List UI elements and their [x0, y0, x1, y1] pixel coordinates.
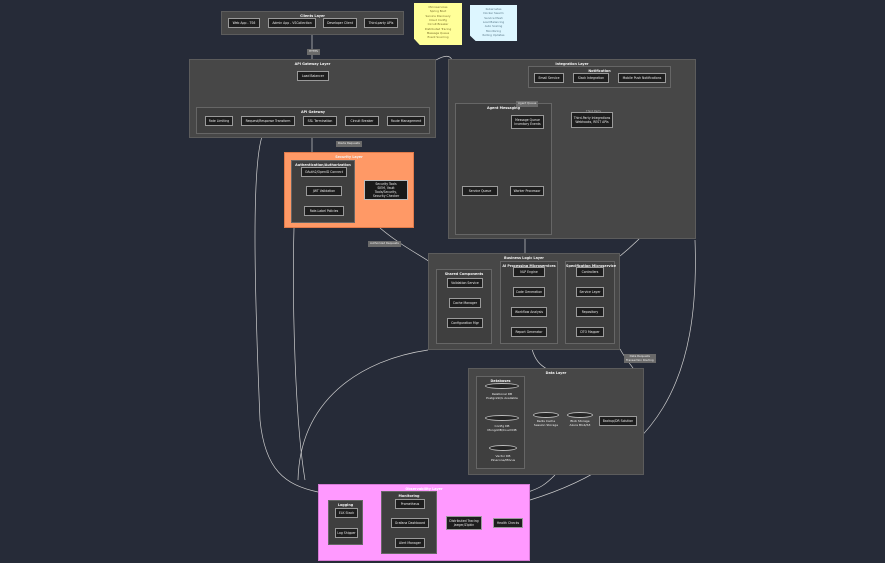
security-tools-node[interactable]: Security Tools SIEM, Vault Tools/Securit…: [364, 180, 408, 200]
prometheus-node[interactable]: Prometheus: [395, 499, 425, 509]
dto-mapper-node[interactable]: DTO Mapper: [576, 327, 604, 337]
redis-cache[interactable]: Redis Cache Session Storage: [533, 412, 559, 430]
business-logic-layer: Business Logic Layer Shared Components V…: [428, 253, 620, 350]
notification-cluster: Notification Email Service Slack Integra…: [528, 66, 671, 88]
message-queue-node[interactable]: Message Queue Inventory Events: [511, 115, 544, 129]
data-layer-title: Data Layer: [545, 371, 567, 375]
edge-security-business: [379, 227, 431, 263]
auth-cluster-title: Authentication/Authorization: [295, 163, 351, 167]
clients-layer: Clients Layer Web App - TS6 Admin App - …: [221, 11, 404, 35]
security-layer: Security Layer Authentication/Authorizat…: [284, 152, 414, 228]
grafana-dashboard-node[interactable]: Grafana Dashboard: [391, 518, 429, 528]
monitoring-cluster: Monitoring Prometheus Grafana Dashboard …: [381, 491, 437, 554]
circuit-breaker-node[interactable]: Circuit Breaker: [345, 116, 379, 126]
third-party-apis-node[interactable]: Third-party APIs: [364, 18, 398, 28]
edge-business-data: [531, 348, 548, 370]
backup-dr-node[interactable]: Backup/DR Solution: [599, 416, 637, 426]
shared-components-cluster: Shared Components Validation Service Cac…: [436, 269, 492, 344]
web-app-node[interactable]: Web App - TS6: [228, 18, 260, 28]
load-balancer-node[interactable]: Load Balancer: [297, 71, 329, 81]
api-gateway-cluster: API Gateway Rate Limiting Request/Respon…: [196, 107, 430, 134]
specification-cluster: Specification Microservice Controllers S…: [565, 261, 617, 344]
edge-data-observability: [527, 474, 556, 493]
policies-node[interactable]: Role-Label Policies: [304, 206, 344, 216]
note-infrastructure: Kubernetes Docker Swarm Service Mesh Loa…: [470, 5, 517, 41]
health-checks-node[interactable]: Health Checks: [493, 518, 523, 528]
integration-layer-title: Integration Layer: [555, 62, 589, 66]
oauth-node[interactable]: OAuth2/OpenID Connect: [301, 167, 347, 177]
clients-layer-title: Clients Layer: [300, 14, 325, 18]
service-queue-node[interactable]: Service Queue: [462, 186, 498, 196]
third-party-label: Third Party: [586, 109, 602, 113]
slack-integration-node[interactable]: Slack Integration: [573, 73, 609, 83]
config-db[interactable]: Config DB MongoDB/CouchDB: [485, 415, 519, 435]
databases-title: Databases: [490, 379, 511, 383]
ai-processing-cluster: AI Processing Microservices NLP Engine C…: [500, 261, 558, 344]
data-layer: Data Layer Databases Relational DB Postg…: [468, 368, 644, 475]
developer-client-node[interactable]: Developer Client: [323, 18, 357, 28]
validation-service-node[interactable]: Validation Service: [447, 278, 483, 288]
edge-business-integration: [619, 237, 641, 257]
third-party-integrations-node[interactable]: Third-Party Integrations Webhooks, REST …: [571, 112, 613, 128]
log-shipper-node[interactable]: Log Shipper: [335, 528, 358, 538]
nlp-engine-node[interactable]: NLP Engine: [513, 267, 545, 277]
logging-cluster: Logging ELK Stack Log Shipper: [328, 500, 363, 545]
blob-storage[interactable]: Blob Storage Azure Blob/S3: [567, 412, 593, 430]
security-layer-title: Security Layer: [335, 155, 363, 159]
observability-layer-title: Observability Layer: [405, 487, 443, 491]
specification-title: Specification Microservice: [566, 264, 617, 268]
edge-gateway-observability: [254, 129, 319, 493]
email-service-node[interactable]: Email Service: [534, 73, 564, 83]
edge-label-route: Route Requests: [336, 141, 362, 147]
admin-app-node[interactable]: Admin App - VSCollection: [268, 18, 316, 28]
rate-limiting-node[interactable]: Rate Limiting: [205, 116, 233, 126]
service-layer-node[interactable]: Service Layer: [576, 287, 604, 297]
logging-title: Logging: [337, 503, 354, 507]
alert-manager-node[interactable]: Alert Manager: [395, 538, 425, 548]
configuration-mgr-node[interactable]: Configuration Mgr: [447, 318, 483, 328]
request-transform-node[interactable]: Request/Response Transform: [241, 116, 295, 126]
note-microservices: Microservices Spring Boot Service Discov…: [414, 3, 462, 45]
api-gateway-cluster-title: API Gateway: [300, 110, 326, 114]
observability-layer: Observability Layer Logging ELK Stack Lo…: [318, 484, 530, 561]
repository-node[interactable]: Repository: [576, 307, 604, 317]
route-management-node[interactable]: Route Management: [387, 116, 425, 126]
agent-messaging-cluster: Agent Messaging Agent Queue Message Queu…: [455, 101, 552, 235]
edge-integration-observability: [529, 239, 696, 501]
business-logic-layer-title: Business Logic Layer: [504, 256, 544, 260]
cache-manager-node[interactable]: Cache Manager: [449, 298, 481, 308]
edge-label-https: HTTPS: [307, 49, 320, 55]
shared-components-title: Shared Components: [444, 272, 484, 276]
jwt-validation-node[interactable]: JWT Validation: [306, 186, 342, 196]
ai-processing-title: AI Processing Microservices: [502, 264, 556, 268]
elk-stack-node[interactable]: ELK Stack: [335, 508, 358, 518]
code-generation-node[interactable]: Code Generation: [513, 287, 545, 297]
integration-layer: Integration Layer Notification Email Ser…: [448, 59, 696, 239]
monitoring-title: Monitoring: [398, 494, 420, 498]
edge-business-observability: [297, 349, 429, 481]
agent-messaging-cluster-title: Agent Messaging: [487, 106, 520, 110]
mobile-push-node[interactable]: Mobile Push Notifications: [618, 73, 666, 83]
vector-db[interactable]: Vector DB Pinecone/Milvus: [489, 445, 517, 465]
report-generator-node[interactable]: Report Generator: [511, 327, 547, 337]
databases-cluster: Databases Relational DB PostgreSQL Avail…: [476, 376, 525, 469]
relational-db[interactable]: Relational DB PostgreSQL Available: [485, 383, 519, 403]
worker-processor-node[interactable]: Worker Processor: [510, 186, 544, 196]
distributed-tracing-node[interactable]: Distributed Tracing Jaeger/Zipkin: [446, 516, 482, 530]
edge-label-authorized: Authorized Requests: [368, 241, 401, 247]
edge-security-observability: [293, 227, 306, 481]
api-gateway-layer: API Gateway Layer Load Balancer API Gate…: [189, 59, 436, 138]
workflow-analysis-node[interactable]: Workflow Analysis: [511, 307, 547, 317]
notification-cluster-title: Notification: [588, 69, 611, 73]
agent-queue-label: Agent Queue: [516, 101, 539, 107]
edge-gateway-integration: [435, 55, 453, 61]
ssl-termination-node[interactable]: SSL Termination: [303, 116, 337, 126]
controllers-node[interactable]: Controllers: [576, 267, 604, 277]
auth-cluster: Authentication/Authorization OAuth2/Open…: [291, 160, 355, 223]
api-gateway-layer-title: API Gateway Layer: [294, 62, 331, 66]
edge-label-data-requests: Data Requests Transaction Routing: [624, 354, 656, 364]
